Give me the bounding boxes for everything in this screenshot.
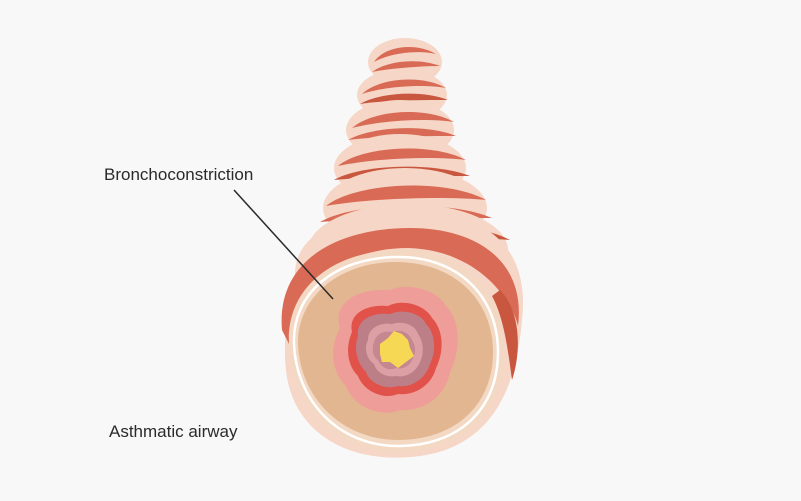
- mucus-plug: [380, 331, 414, 368]
- asthmatic-airway-label: Asthmatic airway: [109, 422, 238, 441]
- bronchoconstriction-label: Bronchoconstriction: [104, 165, 254, 184]
- smooth-muscle-band: [492, 290, 518, 380]
- bronchoconstriction-leader-line: [233, 189, 334, 300]
- cross-section-ring: [292, 255, 500, 448]
- smooth-muscle-band: [281, 228, 519, 350]
- airway-cross-section: [288, 249, 504, 452]
